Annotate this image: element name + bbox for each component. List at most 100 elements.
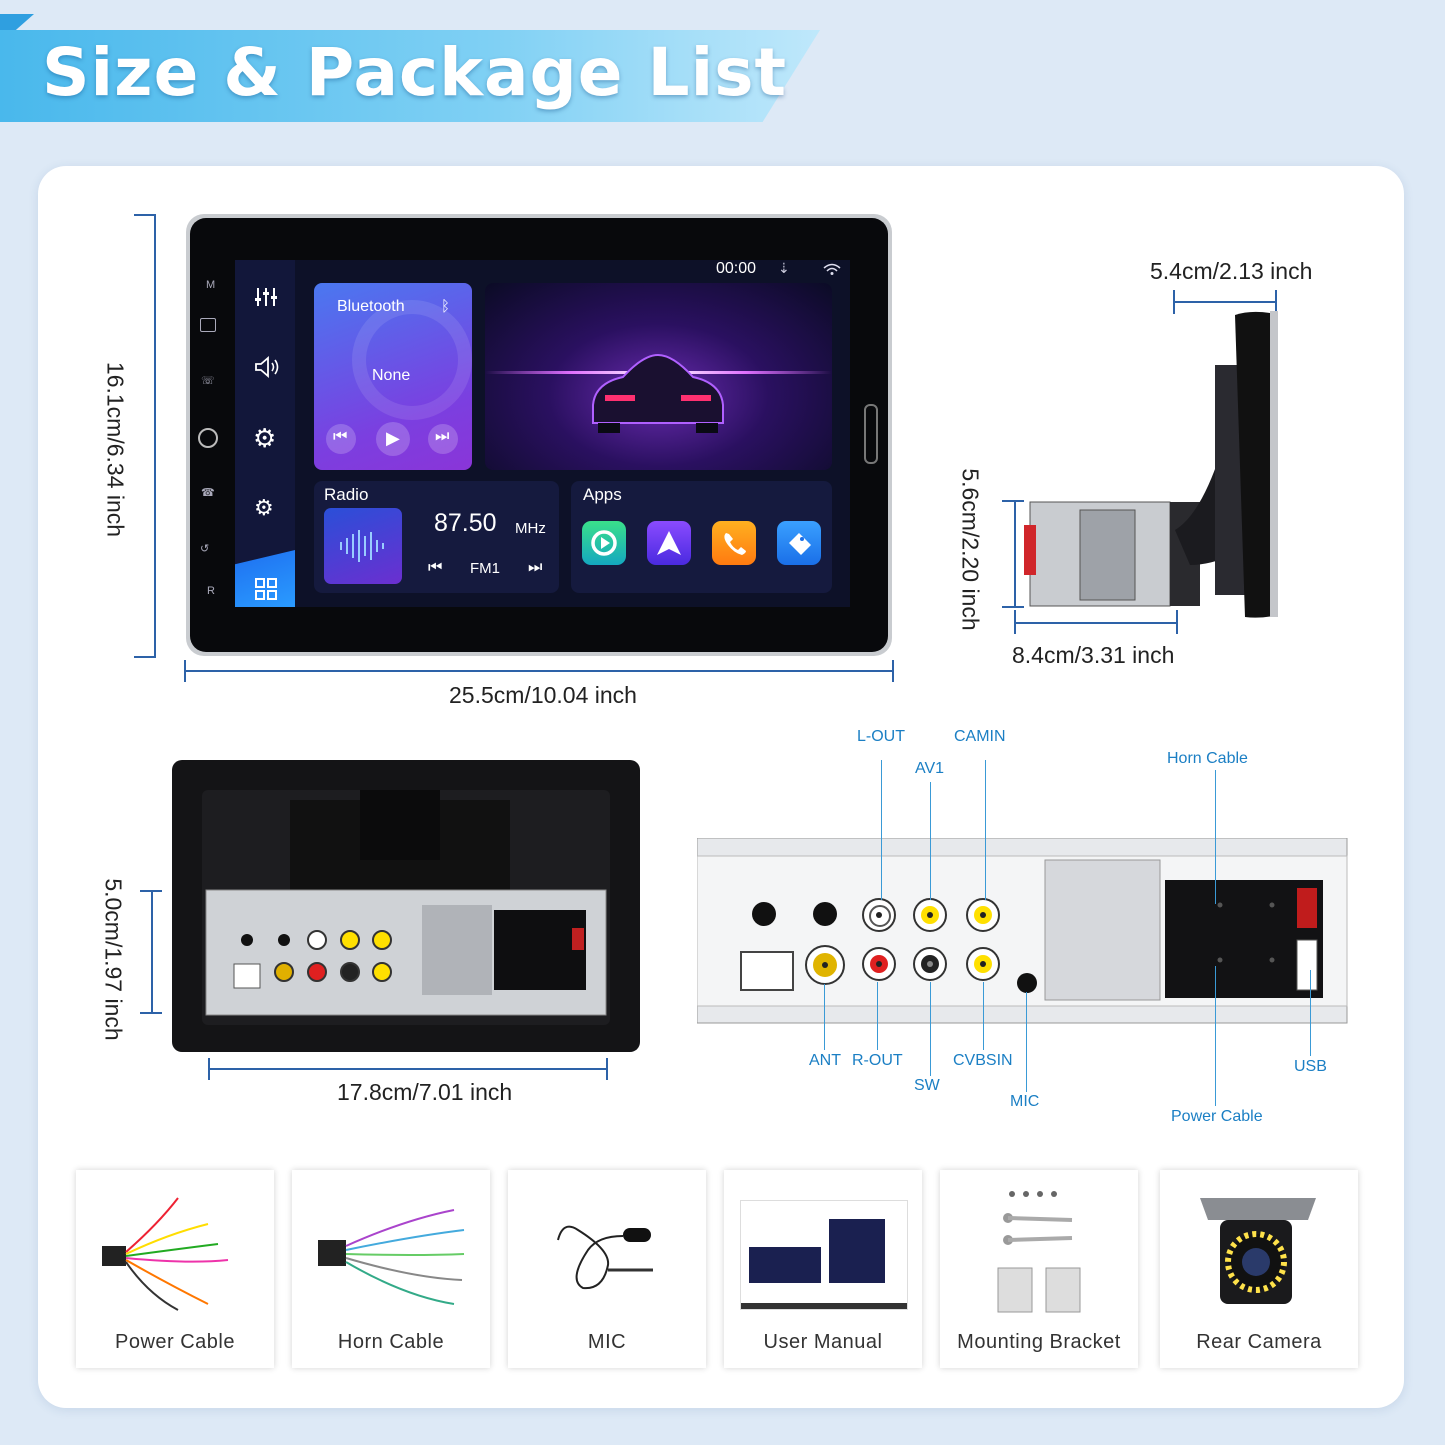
play-button[interactable] [376, 422, 410, 456]
jack-sw [913, 947, 947, 981]
dim-side-depth-bottom: 8.4cm/3.31 inch [1012, 642, 1175, 668]
usb-status-icon: ⇣ [778, 260, 790, 276]
power-cable-image [102, 1197, 229, 1311]
back-icon[interactable]: ↺ [200, 543, 210, 555]
play-icon: ▶ [386, 428, 400, 448]
package-label: Rear Camera [1196, 1331, 1322, 1353]
label-sw: SW [914, 1077, 940, 1094]
label-l-out: L-OUT [857, 728, 905, 745]
track-name: None [372, 367, 411, 384]
leader-l-out [881, 760, 882, 900]
wifi-icon [823, 263, 841, 275]
leader-horn-cable [1215, 770, 1216, 904]
dim-tick [892, 660, 894, 682]
leader-usb [1310, 970, 1311, 1056]
back-unit-image [172, 760, 640, 1052]
app-android-auto-icon[interactable] [647, 521, 691, 565]
equalizer-icon[interactable] [254, 286, 278, 308]
dim-side-depth-top: 5.4cm/2.13 inch [1150, 258, 1313, 284]
next-icon: ⏭ [435, 428, 450, 445]
prev-icon: ⏮ [333, 428, 348, 445]
grid-icon [255, 578, 277, 600]
clock-text: 00:00 [716, 260, 757, 277]
package-label: Horn Cable [337, 1331, 445, 1353]
dim-front-width: 25.5cm/10.04 inch [449, 682, 637, 708]
package-label: Power Cable [114, 1331, 235, 1353]
bluetooth-icon: ᛒ [441, 298, 451, 315]
leader-sw [930, 982, 931, 1076]
label-av1: AV1 [915, 760, 945, 777]
mic-image [557, 1225, 653, 1290]
jack-av1 [913, 898, 947, 932]
title-banner [0, 30, 820, 122]
leader-r-out [877, 982, 878, 1050]
dim-tick [1002, 500, 1024, 502]
jack-l-out [862, 898, 896, 932]
jack-r-out [862, 947, 896, 981]
car-image [592, 353, 724, 433]
leader-av1 [930, 782, 931, 900]
waveform-icon [340, 530, 384, 562]
prev-track-button[interactable] [326, 424, 356, 454]
leader-cvbsin [983, 982, 984, 1050]
leader-mic [1026, 992, 1027, 1092]
settings-icon[interactable]: ⚙ [253, 423, 277, 453]
radio-label: Radio [324, 485, 369, 504]
label-camin: CAMIN [954, 728, 1006, 745]
dim-line-back-height [151, 890, 153, 1014]
jack-camin [966, 898, 1000, 932]
power-knob-icon[interactable] [198, 428, 218, 448]
package-label: Mounting Bracket [957, 1331, 1121, 1353]
hangup-icon[interactable]: ☎ [201, 487, 215, 499]
label-power-cable: Power Cable [1171, 1108, 1263, 1125]
mounting-bracket-image [997, 1191, 1081, 1313]
jack-cvbsin [966, 947, 1000, 981]
horn-cable-image [318, 1209, 465, 1305]
port-panel-image [697, 838, 1348, 1024]
app-music-card-icon[interactable] [777, 521, 821, 565]
dim-back-width: 17.8cm/7.01 inch [337, 1079, 513, 1105]
radio-unit: MHz [515, 520, 546, 537]
app-phone-icon[interactable] [712, 521, 756, 565]
wallpaper-widget[interactable] [485, 283, 832, 470]
package-item-mic: MIC [508, 1170, 706, 1368]
dim-line-front-height [154, 214, 156, 658]
radio-band: FM1 [470, 560, 500, 577]
page-title: Size & Package List [42, 34, 788, 111]
dim-tick [134, 214, 156, 216]
reset-button[interactable]: R [207, 585, 215, 597]
dim-line-front-width [184, 670, 894, 672]
jack-ant [805, 945, 845, 985]
label-usb: USB [1294, 1058, 1327, 1075]
gear-icon[interactable]: ⚙ [254, 495, 274, 520]
nav-icon[interactable] [200, 318, 216, 332]
dim-tick [134, 656, 156, 658]
radio-frequency: 87.50 [434, 509, 497, 537]
decor-ring [352, 300, 472, 420]
app-carplay-icon[interactable] [582, 521, 626, 565]
manual-footer-bar [741, 1303, 907, 1309]
manual-screen-2 [829, 1219, 885, 1283]
label-horn-cable: Horn Cable [1167, 750, 1248, 767]
dim-line-side-bottom [1014, 622, 1178, 624]
dim-tick [1176, 610, 1178, 634]
dim-side-height: 5.6cm/2.20 inch [957, 468, 984, 631]
dim-tick [1002, 606, 1024, 608]
radio-art [324, 508, 402, 584]
volume-icon[interactable] [254, 356, 280, 378]
dim-line-side-top [1173, 301, 1277, 303]
next-track-button[interactable] [428, 424, 458, 454]
label-r-out: R-OUT [852, 1052, 903, 1069]
leader-camin [985, 760, 986, 900]
manual-screen-1 [749, 1247, 821, 1283]
dim-line-side-height [1014, 500, 1016, 608]
leader-power-cable [1215, 966, 1216, 1106]
user-manual-image [740, 1200, 908, 1310]
mode-button[interactable]: M [206, 279, 216, 291]
package-item-mounting-bracket: Mounting Bracket [940, 1170, 1138, 1368]
radio-next-icon[interactable]: ⏭ [528, 559, 543, 576]
rear-camera-image [1200, 1198, 1316, 1304]
radio-prev-icon[interactable]: ⏮ [428, 559, 443, 576]
phone-icon[interactable]: ☏ [201, 375, 215, 387]
label-cvbsin: CVBSIN [953, 1052, 1013, 1069]
